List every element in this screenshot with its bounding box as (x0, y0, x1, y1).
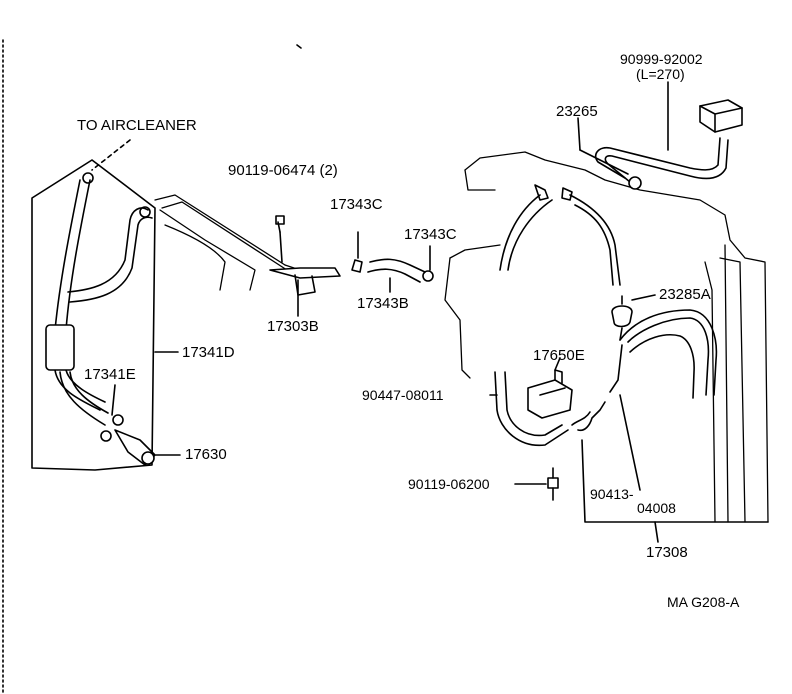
label-90999-92002: 90999-92002 (620, 51, 703, 67)
label-17343C-a: 17343C (330, 196, 383, 213)
label-90413-part-b: 04008 (637, 500, 676, 516)
hose-23265 (577, 81, 743, 190)
label-17343B: 17343B (357, 295, 409, 312)
engine-outline-right (444, 151, 769, 523)
label-17341E: 17341E (84, 366, 136, 383)
label-90447-08011: 90447-08011 (362, 387, 444, 403)
reference-code: MA G208-A (667, 594, 740, 610)
bolt-90119-06200 (514, 467, 559, 501)
vsv-17630 (114, 429, 181, 466)
label-17303B: 17303B (267, 318, 319, 335)
hose-17343 (351, 231, 434, 293)
label-17308: 17308 (646, 544, 688, 561)
label-90413-part-a: 90413- (590, 486, 634, 502)
label-90119-06474: 90119-06474 (2) (228, 162, 338, 179)
bracket-17303B (269, 215, 341, 317)
label-17341D: 17341D (182, 344, 235, 361)
hose-vsv-upper (499, 184, 621, 286)
label-90119-06200: 90119-06200 (408, 476, 490, 492)
label-23285A: 23285A (659, 286, 711, 303)
filter-23285A (611, 294, 656, 341)
label-17650E: 17650E (533, 347, 585, 364)
aircleaner-leader (91, 139, 131, 171)
hose-90447 (489, 371, 606, 447)
label-23265: 23265 (556, 103, 598, 120)
callout-17308-frame (581, 394, 769, 543)
label-17630: 17630 (185, 446, 227, 463)
label-to-aircleaner: TO AIRCLEANER (77, 117, 197, 134)
vsv-17650E (527, 357, 573, 419)
label-17343C-b: 17343C (404, 226, 457, 243)
hose-17341-assembly (45, 172, 153, 442)
engine-outline-left (154, 194, 301, 291)
label-90999-length: (L=270) (636, 66, 685, 82)
left-callout-frame (31, 159, 156, 471)
hose-17308-loop (609, 309, 718, 399)
